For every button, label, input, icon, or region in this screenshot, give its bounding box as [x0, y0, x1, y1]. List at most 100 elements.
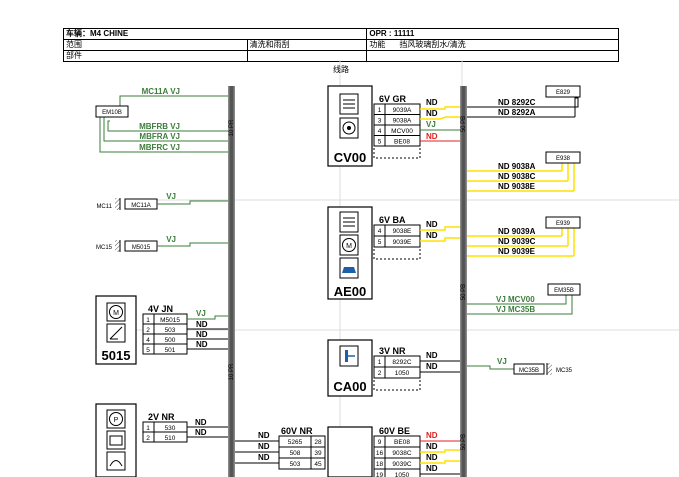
e939-junction	[561, 228, 575, 256]
cv00-group: CV00 6V GR 1 9039A 3 9038A 4 MCV00 5 BE0…	[327, 85, 460, 167]
c5015-wire-0[interactable]	[187, 315, 228, 320]
c5015-connector: 4V JN	[148, 304, 173, 314]
ca00-group: CA00 3V NR 1 8292C 2 1050 ND ND	[327, 339, 460, 397]
v60be-pin-num-2: 18	[376, 461, 384, 468]
mc15-wire[interactable]	[157, 242, 228, 247]
c5015-pin-num-2: 4	[146, 337, 150, 344]
v60nr-wire-label-1: ND	[258, 442, 270, 451]
pump-icon	[109, 412, 123, 426]
wiper-icon	[109, 326, 123, 340]
bsi-module-box[interactable]	[327, 426, 373, 477]
ae00-motor-glyph: M	[346, 243, 352, 250]
ae00-pin-code-1: 9039E	[393, 239, 412, 246]
e938-wire-label-1: ND 9038C	[498, 172, 536, 181]
cv00-pin-code-1: 9038A	[393, 118, 412, 125]
em35b-wire-1[interactable]	[467, 295, 573, 315]
ca00-pin-extra	[373, 377, 421, 391]
cv00-wire-1[interactable]	[420, 116, 460, 120]
part-extra-cell	[366, 50, 619, 62]
em10b-box[interactable]	[95, 105, 129, 118]
ca00-wire-label-1: ND	[426, 362, 438, 371]
v60be-pin-num-0: 9	[378, 439, 382, 446]
c2v-wire-label-0: ND	[195, 418, 207, 427]
function-cell: 功能挡风玻璃刮水/清洗	[366, 39, 619, 51]
v60be-pin-code-3: 1050	[395, 472, 410, 477]
ae00-pin-extra	[373, 246, 421, 260]
mc35-group: VJ MC35B MC35	[467, 357, 573, 375]
em35b-label: EM35B	[554, 288, 574, 294]
v60be-pin-num-1: 16	[376, 450, 384, 457]
cv00-wire-label-2: VJ	[426, 120, 436, 129]
mc35b-box[interactable]	[513, 363, 545, 375]
mc11-wire[interactable]	[157, 200, 228, 205]
em10b-wire-label-0: MC11A VJ	[142, 87, 180, 96]
em10b-group: EM10B MC11A VJ MBFRB VJ MBFRA VJ MBFRC V…	[95, 87, 228, 153]
ae00-pin-num-0: 4	[378, 228, 382, 235]
e829-wire-label-1: ND 8292A	[498, 108, 536, 117]
e939-box[interactable]	[545, 216, 581, 229]
mc15-ground-symbol	[115, 240, 120, 252]
cv00-wire-label-1: ND	[426, 109, 438, 118]
right-bus-label-top: 50 PB	[461, 116, 467, 132]
mc35-ground-symbol	[547, 363, 552, 375]
e938-wire-label-2: ND 9038E	[498, 182, 536, 191]
em10b-wire-label-1: MBFRB VJ	[139, 122, 180, 131]
mc35-wire[interactable]	[467, 365, 514, 370]
v60be-wire-2[interactable]	[420, 460, 460, 464]
c2v-wire-label-1: ND	[195, 428, 207, 437]
e829-box[interactable]	[545, 85, 581, 98]
e829-wire-label-0: ND 8292C	[498, 98, 536, 107]
c2v-pin-code-1: 510	[165, 435, 176, 442]
c2v-pin-table: 1 530 2 510	[142, 421, 188, 443]
c2v-pin-num-1: 2	[146, 435, 150, 442]
ae00-wire-1[interactable]	[420, 237, 460, 242]
v60nr-code-2: 503	[290, 461, 301, 468]
c5015-pin-num-0: 1	[146, 317, 150, 324]
v60be-wire-label-2: ND	[426, 453, 438, 462]
v60nr-pin-frame	[278, 435, 326, 470]
mc11a-label: MC11A	[131, 203, 151, 209]
cv00-wire-0[interactable]	[420, 106, 460, 110]
e939-wire-label-1: ND 9039C	[498, 237, 536, 246]
em35b-box[interactable]	[547, 283, 581, 296]
e939-group: E939 ND 9039A ND 9039C ND 9039E	[467, 216, 581, 257]
em35b-wire-0[interactable]	[467, 295, 567, 305]
right-bus-label-mid: 50 PB	[461, 284, 467, 300]
e938-box[interactable]	[545, 151, 581, 164]
v60nr-code-1: 508	[290, 450, 301, 457]
v60be-wire-1[interactable]	[420, 449, 460, 453]
pump-icon-glyph: P	[114, 417, 119, 424]
c5015-wire-label-1: ND	[196, 320, 208, 329]
v60be-pin-code-0: BE08	[394, 439, 410, 446]
v60nr-connector: 60V NR	[281, 426, 313, 436]
c2v-group: P 2V NR 1 530 2 510 ND ND	[95, 403, 228, 477]
ca00-id: CA00	[333, 379, 366, 394]
washer-icon	[109, 460, 123, 467]
ae00-pin-code-0: 9038E	[393, 228, 412, 235]
v60nr-pin-table: 5265 28 508 39 503 45	[278, 435, 326, 470]
function-value: 挡风玻璃刮水/清洗	[399, 40, 466, 50]
mc11-ground-symbol	[115, 198, 120, 210]
em35b-wire-label-1: VJ MC35B	[496, 305, 535, 314]
line-title: 线路	[333, 64, 349, 74]
ca00-pin-table: 1 8292C 2 1050	[373, 355, 421, 391]
em35b-wire-label-0: VJ MCV00	[496, 295, 535, 304]
c5015-pin-table: 1 M5015 2 503 4 500 5 501	[142, 313, 188, 355]
ae00-wire-0[interactable]	[420, 226, 460, 231]
mc11-group: MC11 MC11A VJ	[96, 192, 228, 210]
c5015-pin-code-2: 500	[165, 337, 176, 344]
em10b-wire-b[interactable]	[107, 120, 228, 132]
v60be-wire-label-0: ND	[426, 431, 438, 440]
ae00-pin-num-1: 5	[378, 239, 382, 246]
mc15-ground-label: MC15	[96, 245, 113, 251]
cv00-wire-label-0: ND	[426, 98, 438, 107]
c5015-wire-label-0: VJ	[196, 309, 206, 318]
cv00-id: CV00	[334, 150, 367, 165]
ca00-pin-code-0: 8292C	[392, 359, 411, 366]
ca00-pin-num-0: 1	[378, 359, 382, 366]
c5015-group: M 5015 4V JN 1 M5015 2 503 4 500 5 501	[95, 295, 228, 365]
ae00-pin-table: 4 9038E 5 9039E	[373, 224, 421, 260]
right-bus-label-bottom: 50 PB	[461, 434, 467, 450]
